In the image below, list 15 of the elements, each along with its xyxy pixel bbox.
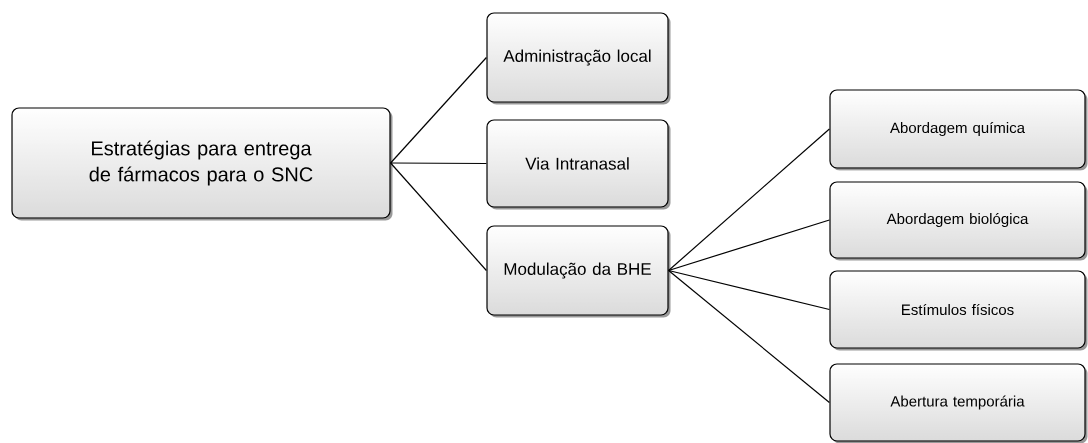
process-box: Abordagem química <box>829 89 1088 171</box>
process-box: Via Intranasal <box>486 119 671 210</box>
connector-line <box>668 219 830 272</box>
process-box: Administração local <box>486 12 671 105</box>
process-box: Abertura temporária <box>829 363 1088 443</box>
connector-line <box>390 56 487 164</box>
process-box: Estímulos físicos <box>829 270 1088 351</box>
process-box: Abordagem biológica <box>829 181 1088 261</box>
connector-line <box>390 162 487 165</box>
connector-line <box>668 269 830 311</box>
connector-line <box>668 269 830 404</box>
process-box: Estratégias para entrega de fármacos para o SNC <box>11 107 393 221</box>
process-box: Modulação da BHE <box>486 225 671 318</box>
connector-line <box>390 162 487 272</box>
connector-line <box>668 128 830 272</box>
